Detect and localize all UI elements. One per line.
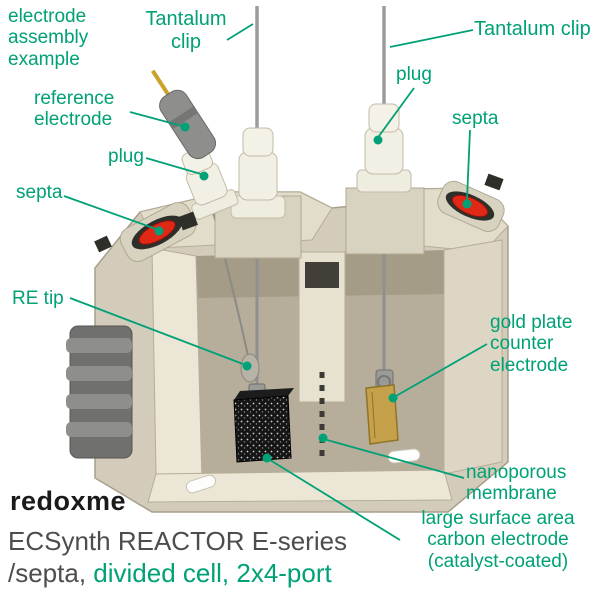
handle-fin bbox=[66, 338, 132, 353]
floor-cut-face bbox=[147, 469, 453, 503]
leader-carbon-electrode bbox=[269, 459, 401, 541]
dot-carbon-electrode bbox=[262, 453, 272, 463]
re-gold-pin bbox=[151, 69, 172, 99]
black-fitting-left bbox=[94, 235, 112, 253]
dot-gold-plate bbox=[388, 393, 398, 403]
label-plug-right: plug bbox=[396, 64, 432, 85]
dot-plug-left bbox=[199, 171, 209, 181]
label-electrode-assembly-example: electrode assembly example bbox=[8, 6, 89, 70]
reference-electrode-body bbox=[151, 69, 217, 160]
plug-cap bbox=[368, 103, 400, 133]
port-block-right bbox=[345, 187, 425, 255]
label-re-tip: RE tip bbox=[12, 288, 64, 309]
label-septa-left: septa bbox=[16, 182, 63, 203]
center-port-opening bbox=[305, 262, 339, 288]
dot-septa-left bbox=[154, 226, 164, 236]
port-blocks bbox=[214, 187, 425, 259]
reactor-body bbox=[94, 187, 509, 513]
label-septa-right: septa bbox=[452, 108, 499, 129]
plug-cap bbox=[242, 127, 274, 157]
carbon-electrode-cube bbox=[233, 395, 292, 463]
plug-right-assembly bbox=[356, 103, 412, 193]
carbon-electrode-top bbox=[234, 388, 294, 400]
leader-lines bbox=[63, 23, 488, 541]
leader-plug-left bbox=[145, 157, 202, 175]
leader-reference-electrode bbox=[129, 111, 183, 127]
label-reference-electrode: reference electrode bbox=[34, 88, 115, 131]
handle-fin bbox=[66, 422, 132, 437]
leader-septa-right bbox=[466, 129, 471, 201]
product-title-line2: /septa, divided cell, 2x4-port bbox=[8, 558, 332, 589]
leader-tantalum-clip-left bbox=[226, 23, 254, 41]
plug-left-assembly bbox=[230, 127, 286, 219]
handle-fin bbox=[66, 394, 132, 409]
label-gold-plate-counter-electrode: gold plate counter electrode bbox=[490, 312, 573, 376]
leader-septa-left bbox=[63, 195, 157, 230]
label-carbon-electrode: large surface area carbon electrode (cat… bbox=[421, 508, 575, 572]
product-title-line1: ECSynth REACTOR E-series bbox=[8, 526, 348, 556]
leader-gold-plate bbox=[395, 343, 488, 397]
counter-electrode-assembly bbox=[365, 252, 399, 445]
leader-re-tip bbox=[69, 297, 244, 365]
dot-septa-right bbox=[462, 199, 472, 209]
gold-plate-edge bbox=[371, 391, 376, 439]
stir-pill-left bbox=[185, 474, 217, 494]
black-fitting-right bbox=[484, 173, 504, 191]
side-handle bbox=[66, 325, 133, 459]
leader-tantalum-clip-right bbox=[389, 29, 474, 48]
label-tantalum-clip-left: Tantalum clip bbox=[145, 8, 227, 53]
product-title-divided-cell: divided cell, 2x4-port bbox=[93, 558, 332, 588]
plug-body bbox=[364, 127, 404, 175]
leader-plug-right bbox=[378, 87, 415, 137]
product-title-septa: /septa, bbox=[8, 558, 94, 588]
black-fitting-re-base bbox=[178, 211, 198, 231]
handle-fin bbox=[66, 366, 132, 381]
dot-reference-electrode bbox=[180, 122, 190, 132]
dot-plug-right bbox=[373, 135, 383, 145]
dot-nanoporous-membrane bbox=[318, 433, 328, 443]
label-tantalum-clip-right: Tantalum clip bbox=[474, 18, 591, 40]
redoxme-logo: redoxme bbox=[10, 486, 127, 516]
left-wall-cut-face bbox=[151, 247, 203, 483]
right-wall-face bbox=[443, 239, 503, 475]
dot-re-tip bbox=[242, 361, 252, 371]
label-nanoporous-membrane: nanoporous membrane bbox=[466, 462, 567, 505]
label-plug-left: plug bbox=[108, 146, 144, 167]
plug-body bbox=[238, 151, 278, 201]
leader-nanoporous-membrane bbox=[326, 439, 465, 479]
